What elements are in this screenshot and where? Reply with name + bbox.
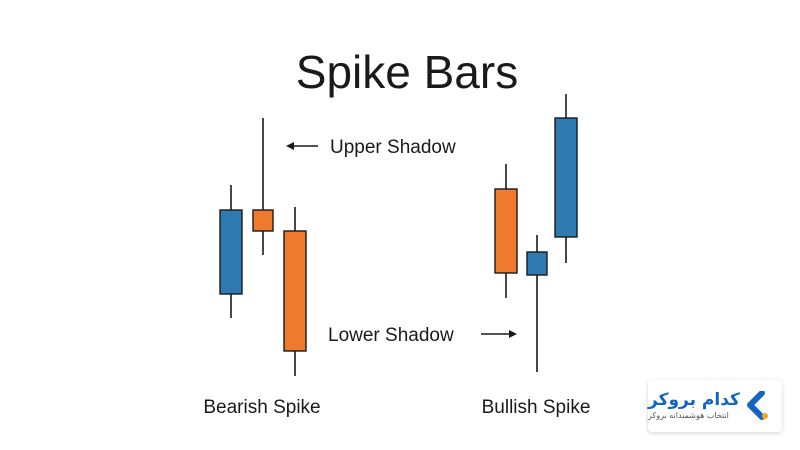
brand-name: کدام بروکر: [648, 390, 740, 410]
bullish-spike-candle-1-body: [494, 188, 518, 274]
bearish-spike-candle-3-body: [283, 230, 307, 352]
upper-shadow-label: Upper Shadow: [330, 137, 456, 158]
brand-tagline: انتخاب هوشمندانه بروکر: [648, 411, 729, 420]
bullish-spike-label: Bullish Spike: [482, 397, 591, 418]
bullish-spike-candle-3-body: [554, 117, 578, 238]
bearish-spike-label: Bearish Spike: [203, 397, 320, 418]
candles-layer: [219, 94, 578, 376]
chevron-logo-icon: [746, 390, 770, 421]
bearish-spike-candle-1-body: [219, 209, 243, 295]
brand-logo[interactable]: کدام بروکر انتخاب هوشمندانه بروکر: [648, 380, 782, 432]
lower-shadow-label: Lower Shadow: [328, 325, 454, 346]
diagram-title: Spike Bars: [296, 46, 518, 98]
bearish-spike-candle-2-body: [252, 209, 274, 232]
bullish-spike-candle-2-body: [526, 251, 548, 276]
